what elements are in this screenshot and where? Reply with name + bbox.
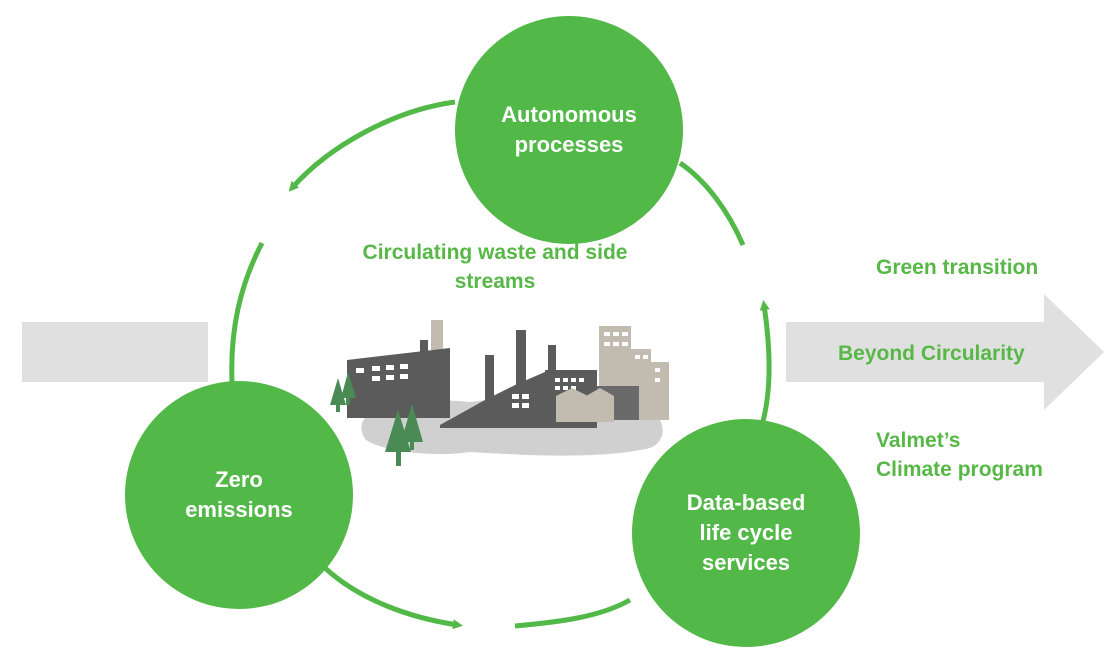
node-autonomous-line2: processes xyxy=(514,132,624,157)
valmet-line2: Climate program xyxy=(876,458,1043,481)
valmet-line1: Valmet’s xyxy=(876,429,961,452)
arc-bottom-arrow xyxy=(323,566,463,630)
beyond-circularity-label: Beyond Circularity xyxy=(838,342,1025,365)
factory-illustration-icon xyxy=(330,320,669,466)
arc-right-arrow xyxy=(759,300,772,426)
node-data-line3: services xyxy=(701,550,791,575)
node-data-based-services: Data-based life cycle services xyxy=(632,419,860,647)
node-zero-emissions: Zero emissions xyxy=(125,381,353,609)
node-autonomous-line1: Autonomous xyxy=(501,102,637,127)
center-label: Circulating waste and side streams xyxy=(320,238,670,296)
input-bar-icon xyxy=(22,322,208,382)
node-autonomous-processes: Autonomous processes xyxy=(455,16,683,244)
node-zero-line1: Zero xyxy=(215,467,263,492)
arc-left xyxy=(229,241,265,383)
arc-top-left-arrow xyxy=(288,99,456,192)
node-data-line1: Data-based xyxy=(686,490,806,515)
right-arrow-icon xyxy=(786,294,1104,410)
valmet-climate-program-label: Valmet’s Climate program xyxy=(876,426,1043,484)
node-data-line2: life cycle xyxy=(699,520,793,545)
arc-top-right xyxy=(678,160,746,246)
node-zero-line2: emissions xyxy=(185,497,293,522)
green-transition-label: Green transition xyxy=(876,256,1039,279)
cycle-arrow-icon xyxy=(229,99,772,630)
arc-bottom-right xyxy=(514,597,632,629)
center-label-line2: streams xyxy=(454,270,536,293)
center-label-line1: Circulating waste and side xyxy=(362,241,628,264)
